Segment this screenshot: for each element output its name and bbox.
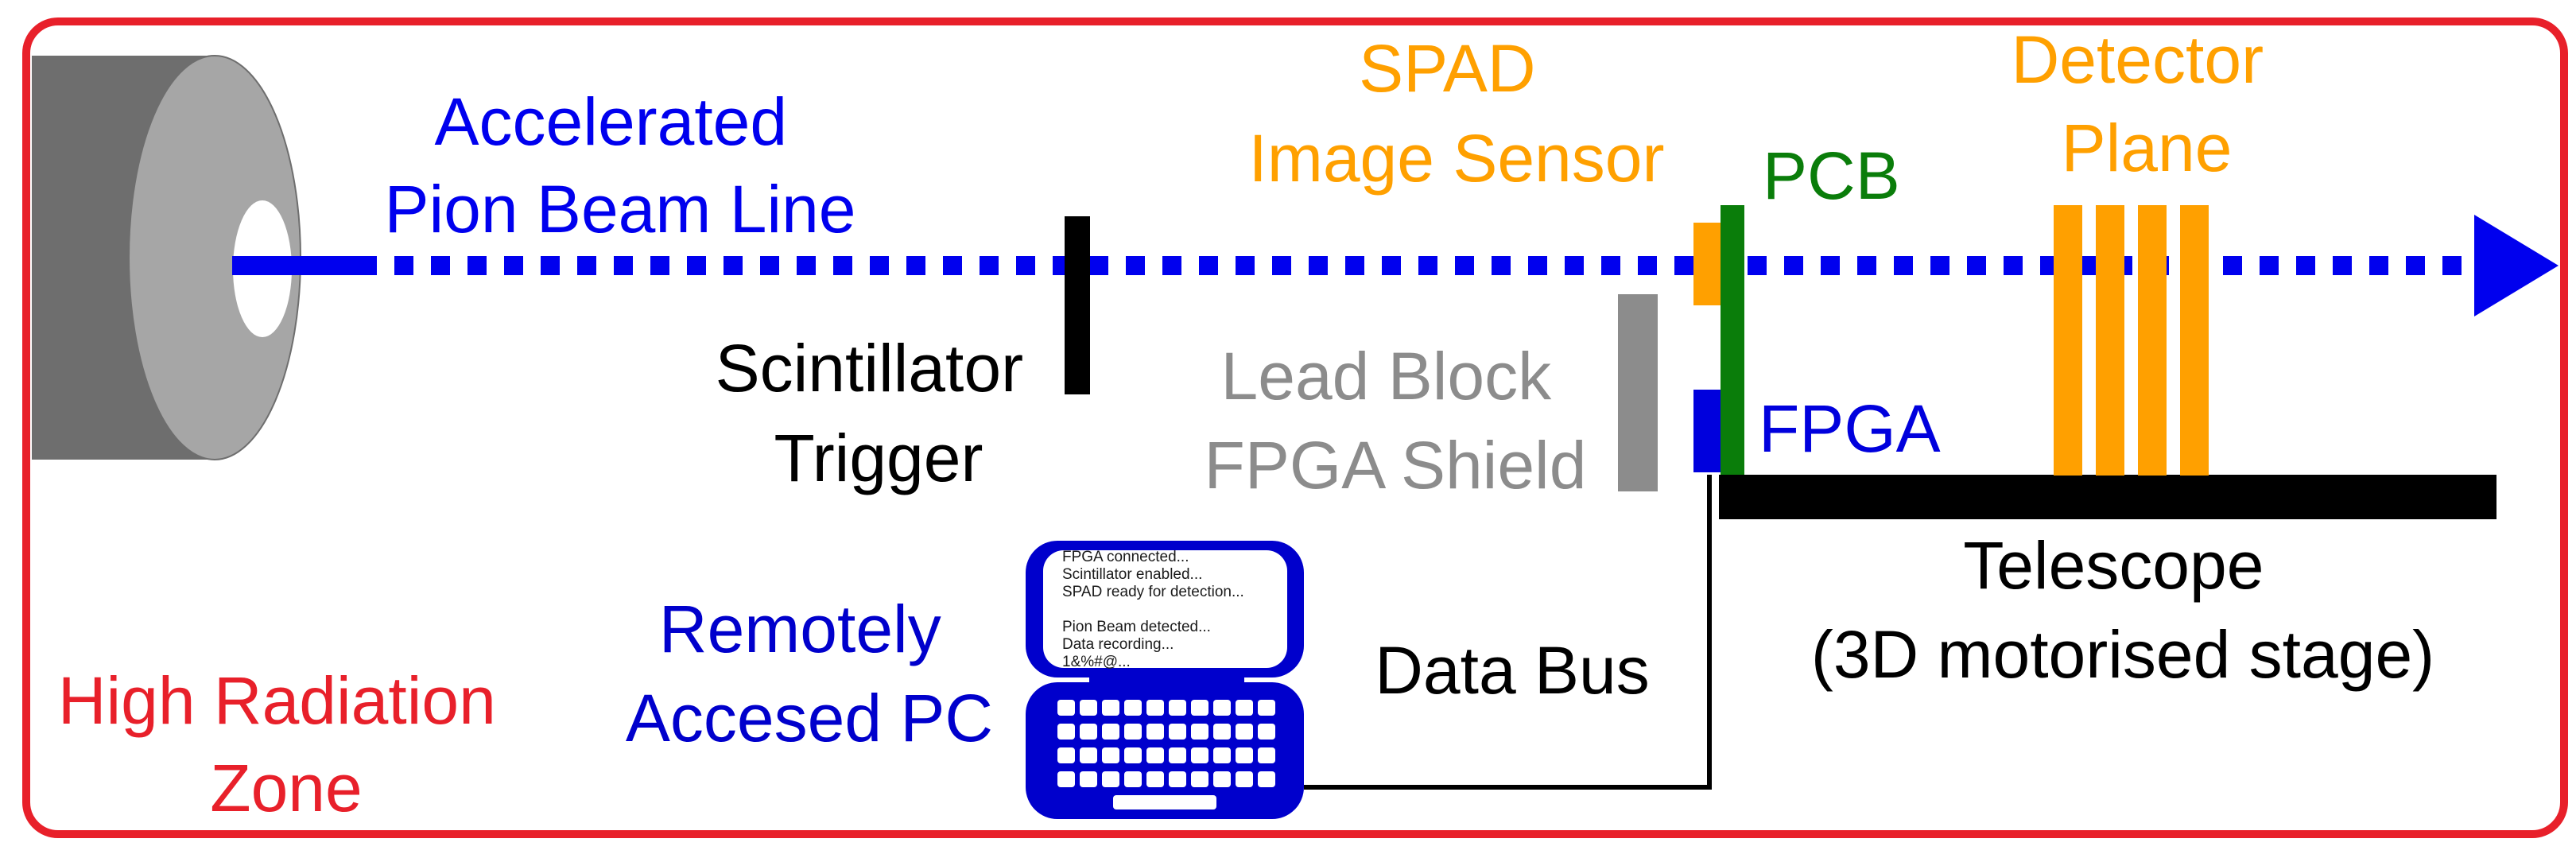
- keyboard-key: [1213, 724, 1231, 740]
- keyboard-key: [1191, 724, 1208, 740]
- keyboard-spacebar: [1113, 795, 1216, 809]
- keyboard-key: [1146, 771, 1164, 787]
- keyboard-key: [1258, 771, 1275, 787]
- keyboard-key: [1124, 771, 1142, 787]
- fpga-label: FPGA: [1759, 391, 1941, 466]
- telescope-label-line2: (3D motorised stage): [1811, 617, 2434, 692]
- keyboard-key: [1057, 747, 1075, 763]
- pc-screen-line: 1&%#@...: [1062, 654, 1131, 670]
- keyboard-key: [1057, 724, 1075, 740]
- radiation-zone-label-line2: Zone: [210, 751, 362, 825]
- keyboard-key: [1102, 724, 1119, 740]
- pc-screen-line: Pion Beam detected...: [1062, 619, 1211, 635]
- computer-keyboard-icon: [1026, 541, 1304, 819]
- spad-label-line1: SPAD: [1359, 31, 1536, 106]
- telescope-label-line1: Telescope: [1963, 528, 2264, 603]
- keyboard-key: [1191, 700, 1208, 716]
- keyboard-key: [1080, 700, 1097, 716]
- keyboard-key: [1258, 747, 1275, 763]
- keyboard-key: [1124, 724, 1142, 740]
- spad-label-line2: Image Sensor: [1249, 121, 1665, 196]
- scintillator-label-line2: Trigger: [774, 421, 983, 495]
- lead-block-label: Lead Block FPGA Shield: [1205, 339, 1587, 503]
- remote-pc-label-line2: Accesed PC: [626, 681, 993, 755]
- keyboard-key: [1258, 700, 1275, 716]
- data-bus-label: Data Bus: [1375, 633, 1650, 708]
- lead-block-shield: [1618, 294, 1658, 491]
- telescope-label: Telescope (3D motorised stage): [1811, 528, 2434, 692]
- telescope-stage-bar: [1719, 475, 2496, 519]
- keyboard-key: [1080, 771, 1097, 787]
- pc-screen-line: SPAD ready for detection...: [1062, 584, 1244, 600]
- keyboard-key: [1146, 724, 1164, 740]
- keyboard-key: [1258, 724, 1275, 740]
- radiation-zone-label-line1: High Radiation: [58, 663, 496, 738]
- keyboard-key: [1080, 747, 1097, 763]
- pcb-board: [1721, 205, 1744, 476]
- keyboard-key: [1057, 700, 1075, 716]
- keyboard-key: [1213, 700, 1231, 716]
- beam-line-label-line1: Accelerated: [435, 84, 788, 159]
- keyboard-key: [1124, 747, 1142, 763]
- radiation-zone-label: High Radiation Zone: [58, 663, 514, 825]
- keyboard-key: [1191, 771, 1208, 787]
- detector-planes: [2054, 205, 2209, 476]
- keyboard-key: [1102, 747, 1119, 763]
- keyboard-key: [1146, 747, 1164, 763]
- spad-label: SPAD Image Sensor: [1249, 31, 1665, 196]
- pc-screen-line: Scintillator enabled...: [1062, 566, 1202, 583]
- keyboard-key: [1236, 771, 1253, 787]
- pc-screen-line: Data recording...: [1062, 636, 1174, 653]
- keyboard-key: [1169, 700, 1186, 716]
- keyboard-key: [1213, 771, 1231, 787]
- high-radiation-zone-frame: [22, 17, 2568, 838]
- lead-block-label-line2: FPGA Shield: [1205, 428, 1587, 503]
- fpga-block: [1693, 390, 1723, 472]
- beam-pipe-cylinder-icon: [32, 55, 301, 460]
- keyboard-key: [1080, 724, 1097, 740]
- keyboard-key: [1124, 700, 1142, 716]
- pcb-label: PCB: [1763, 138, 1900, 213]
- keyboard-key: [1169, 747, 1186, 763]
- lead-block-label-line1: Lead Block: [1221, 339, 1553, 413]
- pc-screen-line: FPGA connected...: [1062, 549, 1189, 565]
- scintillator-label-line1: Scintillator: [716, 331, 1023, 406]
- keyboard-key: [1102, 771, 1119, 787]
- keyboard-key: [1236, 747, 1253, 763]
- detector-plane-label: Detector Plane: [2012, 22, 2283, 185]
- detector-plane-label-line1: Detector: [2012, 22, 2264, 97]
- detector-plane-label-line2: Plane: [2062, 111, 2233, 185]
- keyboard-key: [1236, 700, 1253, 716]
- detector-plane: [2054, 205, 2082, 476]
- data-bus-cable: [1304, 475, 1712, 790]
- keyboard-key: [1213, 747, 1231, 763]
- spad-sensor-block: [1693, 223, 1723, 305]
- keyboard-key: [1169, 724, 1186, 740]
- detector-plane: [2096, 205, 2124, 476]
- keyboard-key: [1169, 771, 1186, 787]
- scintillator-trigger-bar: [1065, 216, 1090, 394]
- keyboard-key: [1057, 771, 1075, 787]
- beam-line-label-line2: Pion Beam Line: [384, 172, 855, 247]
- keyboard-key: [1236, 724, 1253, 740]
- keyboard-key: [1102, 700, 1119, 716]
- pc-screen: [1043, 550, 1287, 668]
- keyboard-key: [1146, 700, 1164, 716]
- beam-line-label: Accelerated Pion Beam Line: [384, 84, 855, 247]
- detector-plane: [2138, 205, 2167, 476]
- keyboard-key: [1191, 747, 1208, 763]
- remote-pc-label: Remotely Accesed PC: [626, 592, 993, 755]
- detector-plane: [2180, 205, 2209, 476]
- scintillator-label: Scintillator Trigger: [716, 331, 1042, 495]
- beam-arrowhead-icon: [2474, 215, 2559, 316]
- remote-pc-label-line1: Remotely: [659, 592, 941, 666]
